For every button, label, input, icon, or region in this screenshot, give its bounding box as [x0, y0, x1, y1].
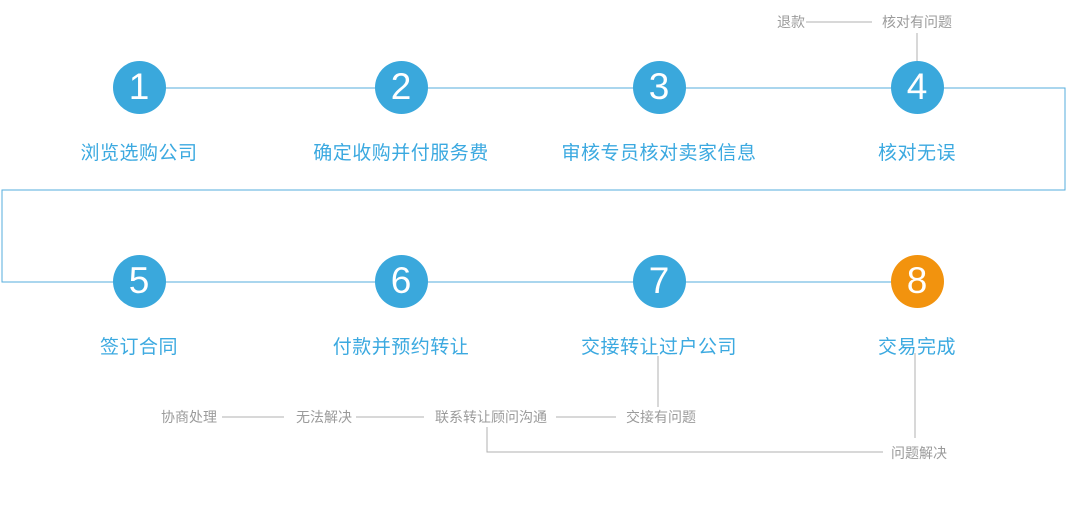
step-label-2: 确定收购并付服务费: [313, 143, 489, 164]
step-number: 1: [128, 66, 150, 107]
refund-note: 退款: [777, 14, 805, 30]
cannot-resolve-note: 无法解决: [296, 409, 352, 425]
problem-solved-note: 问题解决: [891, 445, 947, 461]
step-circle-8: 8: [890, 255, 944, 308]
step-number: 5: [128, 260, 150, 301]
step-number: 2: [390, 66, 412, 107]
step-label-5: 签订合同: [99, 337, 178, 358]
step-node-2: 2 确定收购并付服务费: [291, 61, 511, 165]
problem-solved-elbow-line: [486, 427, 883, 453]
step-circle-3: 3: [632, 61, 686, 114]
step-node-6: 6 付款并预约转让: [291, 255, 511, 359]
step-node-7: 7 交接转让过户公司: [549, 255, 769, 359]
step-number: 7: [648, 260, 670, 301]
step-node-1: 1 浏览选购公司: [29, 61, 249, 165]
step-number: 3: [648, 66, 670, 107]
step-circle-2: 2: [374, 61, 428, 114]
step-circle-4: 4: [890, 61, 944, 114]
step-circle-1: 1: [112, 61, 166, 114]
step-node-4: 4 核对无误: [807, 61, 1027, 165]
negotiate-note: 协商处理: [161, 409, 217, 425]
step-label-7: 交接转让过户公司: [580, 337, 737, 358]
step-label-3: 审核专员核对卖家信息: [561, 143, 757, 164]
handover-problem-note: 交接有问题: [626, 409, 696, 425]
step-circle-7: 7: [632, 255, 686, 308]
step-node-5: 5 签订合同: [29, 255, 249, 359]
step-circle-5: 5: [112, 255, 166, 308]
step-number: 4: [906, 66, 928, 107]
step-circle-6: 6: [374, 255, 428, 308]
step-label-8: 交易完成: [877, 337, 956, 358]
check-problem-note: 核对有问题: [882, 14, 952, 30]
step-label-6: 付款并预约转让: [332, 337, 470, 358]
step-label-4: 核对无误: [877, 143, 956, 164]
step-node-3: 3 审核专员核对卖家信息: [549, 61, 769, 165]
step-number: 8: [906, 260, 928, 301]
step-label-1: 浏览选购公司: [80, 143, 198, 164]
step-number: 6: [390, 260, 412, 301]
step-node-8: 8 交易完成: [807, 255, 1027, 359]
contact-advisor-note: 联系转让顾问沟通: [435, 409, 547, 425]
